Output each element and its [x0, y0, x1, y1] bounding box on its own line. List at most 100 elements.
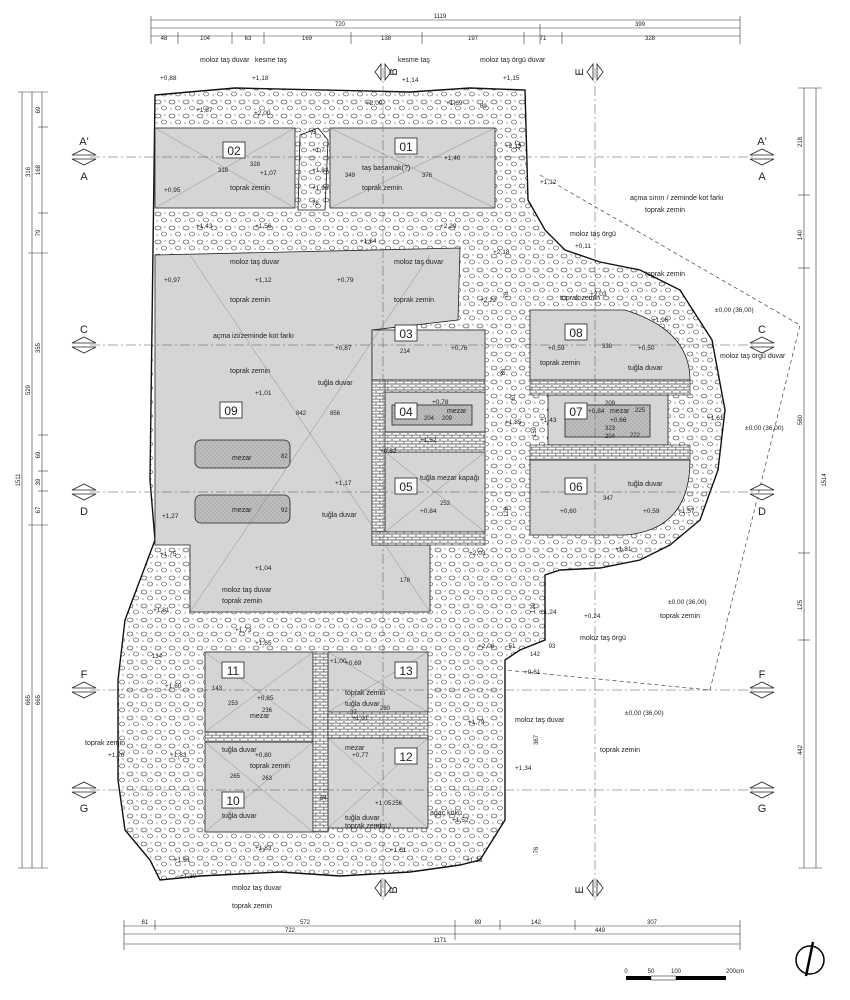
- room-number-03: 03: [399, 327, 413, 341]
- left-dimensions: [18, 91, 48, 869]
- room-numbers: [219, 137, 588, 809]
- svg-text:134: 134: [152, 654, 163, 660]
- svg-text:349: 349: [345, 173, 356, 179]
- elevation: +1,81: [153, 607, 170, 614]
- brick-walls: [204, 379, 691, 833]
- elevation: +1,01: [352, 715, 369, 722]
- label: toprak zemin: [230, 297, 270, 304]
- svg-text:64: 64: [320, 796, 327, 802]
- label: moloz taş duvar: [230, 259, 280, 266]
- dim-left-seg: 79: [36, 229, 42, 236]
- section-label: E: [574, 68, 586, 75]
- elevation: ±0,00 (36,00): [625, 710, 664, 717]
- label: taş basamak(?): [362, 165, 410, 172]
- svg-text:120: 120: [531, 602, 537, 613]
- elevation: +0,24: [584, 613, 601, 620]
- dim-left-seg: 355: [36, 342, 42, 353]
- elevation: +0,11: [575, 243, 591, 250]
- svg-text:376: 376: [422, 173, 433, 179]
- label: moloz taş duvar: [222, 587, 272, 594]
- elevation: +1,52: [420, 437, 437, 444]
- label: mezar: [250, 713, 270, 720]
- elevation: +1,64: [360, 238, 377, 245]
- room-number-05: 05: [399, 480, 413, 494]
- svg-text:323: 323: [605, 426, 616, 432]
- label: moloz taş duvar: [394, 259, 444, 266]
- label: moloz taş örgü: [570, 231, 616, 238]
- dim-right-bottom: 449: [595, 928, 606, 934]
- room-dimensions: 318 328 349 376 74 78 214 204 209 253 33…: [152, 104, 646, 807]
- elevation: +1,27: [162, 513, 179, 520]
- room-number-09: 09: [224, 404, 238, 418]
- annotations: moloz taş duvar kesme taş kesme taş molo…: [85, 57, 786, 910]
- label: toprak zemin: [230, 368, 270, 375]
- room-diagonals: [154, 127, 496, 833]
- label: toprak zemin: [560, 295, 600, 302]
- label: moloz taş örgü: [580, 635, 626, 642]
- elevation: +1,87: [196, 107, 213, 114]
- room-number-06: 06: [569, 480, 583, 494]
- section-label: F: [81, 669, 88, 681]
- dim-seg: 169: [302, 36, 313, 42]
- dim-left-seg: 665: [36, 694, 42, 705]
- label: açma sınırı / zeminde kot farkı: [630, 195, 724, 202]
- svg-text:50: 50: [648, 969, 655, 975]
- svg-text:236: 236: [262, 708, 273, 714]
- elevation: +1,01: [255, 390, 272, 397]
- elevation: +0,59: [548, 345, 565, 352]
- elevation: +0,84: [420, 508, 437, 515]
- label: mezar: [232, 455, 252, 462]
- dim-left-seg: 67: [36, 506, 42, 513]
- elevation: +2,03: [469, 550, 486, 557]
- room-number-07: 07: [569, 405, 583, 419]
- bottom-dimensions: [123, 920, 741, 950]
- elevation: +2,00: [254, 110, 271, 117]
- elevation: +2,29: [440, 223, 457, 230]
- dim-seg: 89: [475, 920, 482, 926]
- elevation: +1,17: [335, 480, 352, 487]
- room-number-04: 04: [399, 405, 413, 419]
- section-label: B: [388, 68, 400, 75]
- elevation: +1,98: [312, 185, 329, 192]
- svg-text:51: 51: [509, 644, 516, 650]
- svg-text:86: 86: [501, 368, 507, 375]
- svg-text:92: 92: [281, 508, 288, 514]
- label: tuğla duvar: [628, 481, 663, 488]
- dim-left-bottom: 722: [285, 928, 296, 934]
- dim-right-seg: 125: [798, 599, 804, 610]
- svg-text:0: 0: [624, 969, 628, 975]
- elevation: ±0,00 (36,00): [715, 307, 754, 314]
- excavation-boundary: [504, 174, 801, 691]
- label: tuğla duvar: [318, 380, 353, 387]
- elevation: +1,81: [615, 546, 632, 553]
- label: toprak zemin: [345, 823, 385, 830]
- elevation: +1,26: [108, 752, 125, 759]
- elevation: +1,40: [444, 155, 461, 162]
- elevation: +0,78: [432, 399, 449, 406]
- elevation: +1,57: [678, 508, 695, 515]
- right-dimensions: [798, 87, 822, 869]
- label: toprak zemin: [362, 185, 402, 192]
- dim-left-overall: 1511: [16, 473, 22, 487]
- section-label: F: [759, 669, 766, 681]
- dim-seg: 138: [381, 36, 392, 42]
- elevation: +1,83: [312, 167, 329, 174]
- elevation: +1,24: [540, 609, 557, 616]
- section-label: G: [80, 803, 89, 815]
- elevation: +1,14: [402, 77, 419, 84]
- elevation: +1,26: [466, 857, 483, 864]
- label: mezar: [447, 408, 467, 415]
- elevation: +1,75: [160, 551, 177, 558]
- elevation: +1,30: [180, 873, 197, 880]
- svg-text:253: 253: [440, 501, 451, 507]
- elevation: +0,88: [160, 75, 177, 82]
- label: tuğla duvar: [345, 701, 380, 708]
- svg-text:367: 367: [534, 734, 540, 745]
- svg-text:214: 214: [400, 349, 411, 355]
- room-number-02: 02: [227, 144, 241, 158]
- dim-seg: 142: [531, 920, 542, 926]
- svg-text:37: 37: [350, 710, 357, 716]
- svg-text:159: 159: [532, 426, 538, 437]
- dim-left-top: 720: [335, 22, 346, 28]
- room-number-01: 01: [399, 140, 413, 154]
